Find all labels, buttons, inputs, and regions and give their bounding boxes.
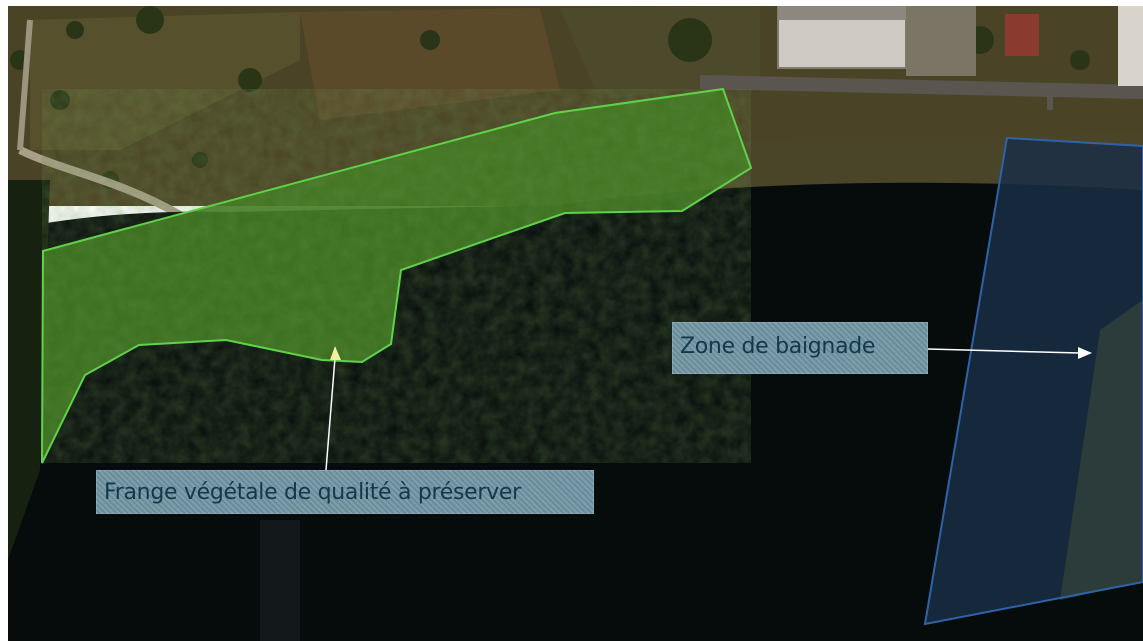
frame-left-margin: [0, 0, 8, 641]
road: [699, 75, 1143, 99]
bathing-arrow-line: [927, 348, 1081, 354]
parking-lot: [906, 6, 976, 76]
frame-top-margin: [0, 0, 1143, 6]
bathing-zone-outline: [923, 136, 1143, 626]
building: [1118, 6, 1143, 86]
vegetation-fringe-outline: [41, 87, 753, 464]
building: [1005, 14, 1039, 56]
vegetation-arrow-head: [330, 346, 341, 360]
field-patch: [30, 12, 300, 150]
bathing-zone-shore: [1060, 300, 1143, 600]
dirt-path: [18, 146, 183, 219]
bathing-arrow-head: [1078, 347, 1092, 359]
bathing-zone-label: Zone de baignade: [672, 322, 928, 374]
vegetation-fringe-label: Frange végétale de qualité à préserver: [96, 470, 594, 514]
shore-trees-left: [8, 180, 50, 560]
vegetation-fringe-texture: [42, 89, 751, 463]
water-reflection: [260, 520, 300, 641]
vegetation-arrow-line: [325, 357, 336, 471]
dirt-path: [17, 19, 33, 151]
field-patch: [300, 8, 560, 120]
building-roof-dark: [778, 6, 906, 20]
